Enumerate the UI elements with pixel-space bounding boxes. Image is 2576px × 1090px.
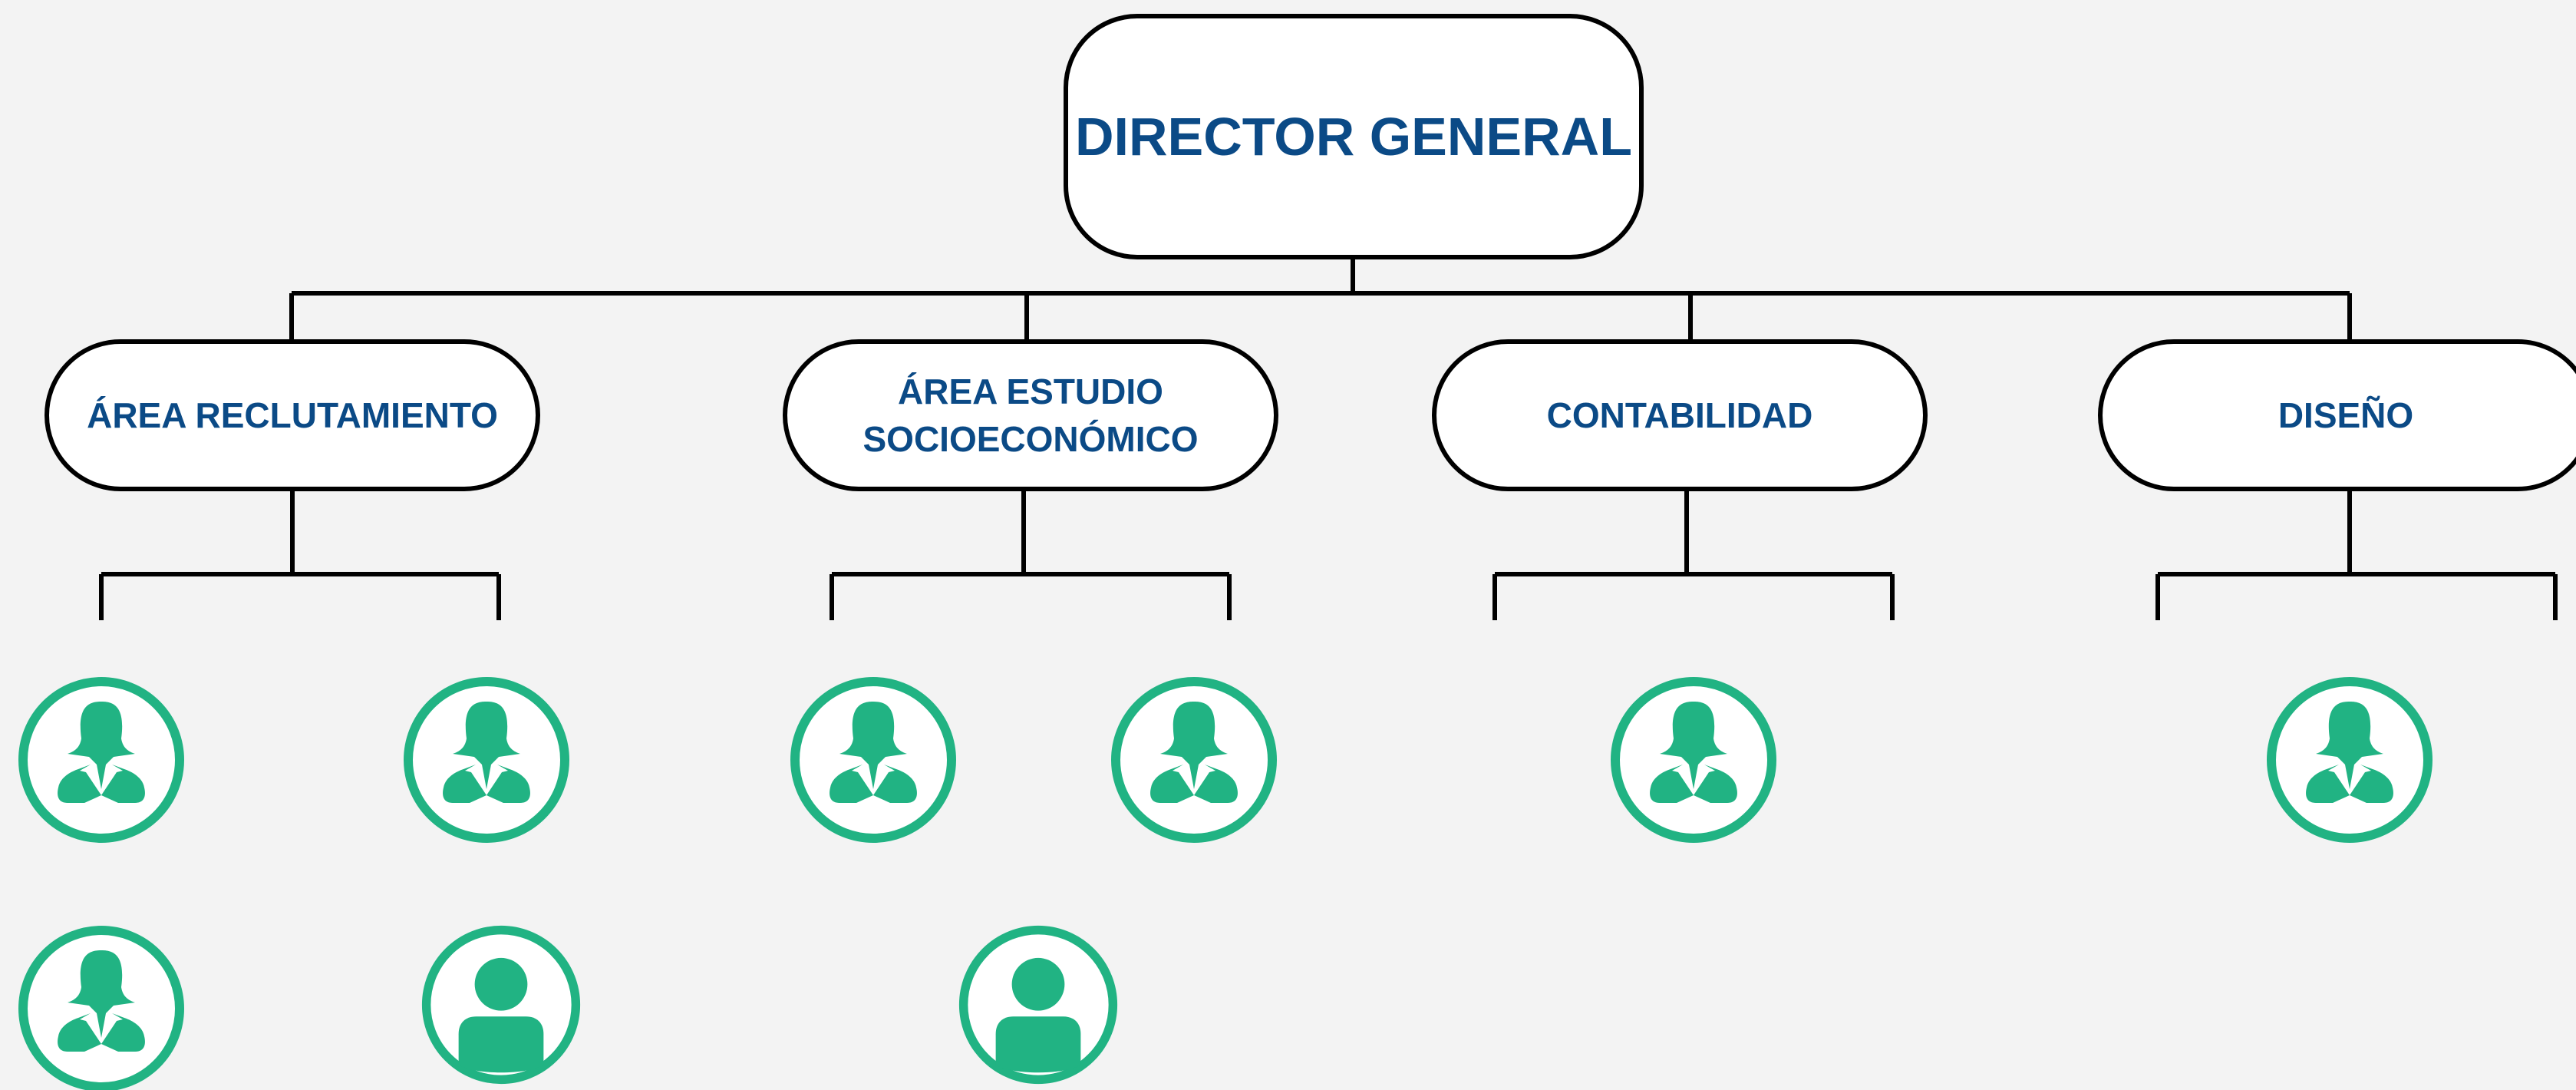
female-user-icon [795, 682, 952, 838]
director-general-label: DIRECTOR GENERAL [1075, 107, 1632, 167]
area-reclutamiento-label: ÁREA RECLUTAMIENTO [87, 395, 498, 435]
female-user-icon [1116, 682, 1272, 838]
staff-icons [23, 682, 2428, 1087]
connector-area-reclutamiento [99, 491, 501, 620]
connector-lines [99, 259, 2558, 620]
female-user-icon [23, 930, 180, 1087]
female-user-icon [23, 682, 180, 838]
connector-area-contabilidad [1492, 491, 1895, 620]
female-user-icon [2271, 682, 2428, 838]
diseno-label: DISEÑO [2278, 395, 2414, 435]
female-user-icon [408, 682, 565, 838]
area-estudio-socioeconomico-label: ÁREA ESTUDIO SOCIOECONÓMICO [863, 372, 1199, 459]
connector-root-to-areas [289, 259, 2352, 339]
contabilidad-label: CONTABILIDAD [1546, 395, 1813, 435]
diseno-node: DISEÑO [2098, 339, 2576, 491]
male-user-icon [964, 930, 1113, 1080]
female-user-icon [1615, 682, 1772, 838]
connector-area-diseno [2155, 491, 2558, 620]
connector-area-estudio [830, 491, 1232, 620]
area-estudio-socioeconomico-node: ÁREA ESTUDIO SOCIOECONÓMICO [783, 339, 1278, 491]
director-general-node: DIRECTOR GENERAL [1064, 14, 1644, 259]
contabilidad-node: CONTABILIDAD [1432, 339, 1928, 491]
area-reclutamiento-node: ÁREA RECLUTAMIENTO [45, 339, 540, 491]
male-user-icon [427, 930, 576, 1080]
